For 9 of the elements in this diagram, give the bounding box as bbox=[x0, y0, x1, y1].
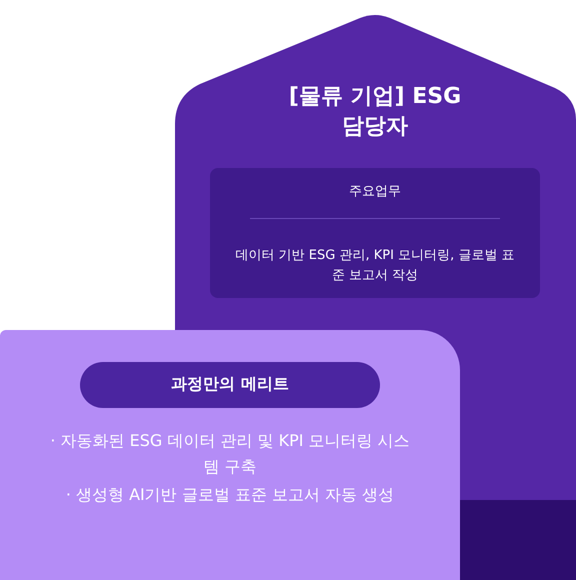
bullet-text: · 생성형 AI기반 글로벌 표준 보고서 자동 생성 bbox=[64, 484, 396, 506]
duty-description: 데이터 기반 ESG 관리, KPI 모니터링, 글로벌 표준 보고서 작성 bbox=[235, 247, 515, 285]
panel-heading: [물류 기업] ESG 담당자 bbox=[288, 83, 462, 141]
bullet-text: · 자동화된 ESG 데이터 관리 및 KPI 모니터링 시스템 구축 bbox=[50, 430, 410, 478]
pill-heading: 과정만의 메리트 bbox=[170, 374, 290, 395]
merit-card bbox=[0, 330, 460, 580]
duty-box bbox=[210, 168, 540, 298]
box-heading: 주요업무 bbox=[348, 183, 402, 200]
title-pill bbox=[80, 362, 380, 408]
